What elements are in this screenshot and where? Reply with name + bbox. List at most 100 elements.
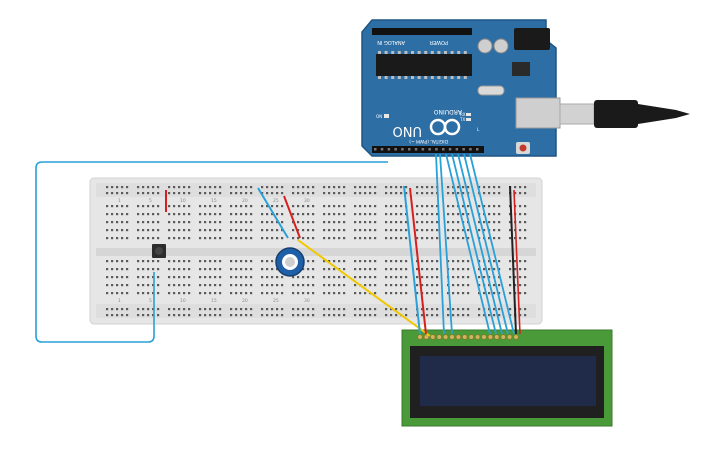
- digital-pin: [421, 148, 425, 151]
- rail-hole: [524, 186, 527, 189]
- wire-rs[interactable]: [435, 153, 445, 335]
- rail-hole: [168, 186, 171, 189]
- terminal-hole: [478, 221, 481, 224]
- arduino-uno[interactable]: ANALOG IN POWER ARDUINO UNO TX RX L ON: [361, 19, 561, 157]
- wire-d7[interactable]: [463, 153, 509, 335]
- terminal-hole: [359, 260, 362, 263]
- rail-hole: [323, 186, 326, 189]
- rail-hole: [116, 314, 119, 317]
- wire-black-gnd[interactable]: [509, 185, 517, 335]
- terminal-hole: [230, 229, 233, 232]
- wire-en[interactable]: [439, 153, 453, 335]
- terminal-hole: [126, 292, 129, 295]
- terminal-hole: [188, 237, 191, 240]
- terminal-hole: [519, 237, 522, 240]
- rail-hole: [421, 192, 424, 195]
- chip-pin: [430, 76, 434, 79]
- wire-d6[interactable]: [457, 153, 503, 335]
- terminal-hole: [292, 229, 295, 232]
- rail-hole: [271, 308, 274, 311]
- rail-hole: [519, 192, 522, 195]
- power-label: POWER: [429, 39, 448, 45]
- terminal-hole: [436, 260, 439, 263]
- terminal-hole: [157, 292, 160, 295]
- rail-hole: [152, 186, 155, 189]
- terminal-hole: [498, 284, 501, 287]
- wire-led-anode[interactable]: [469, 153, 515, 335]
- column-number-top: 20: [242, 198, 248, 204]
- rail-hole: [436, 308, 439, 311]
- wire-bb-gnd-lcd[interactable]: [403, 185, 421, 335]
- regulator: [512, 62, 530, 76]
- terminal-hole: [436, 213, 439, 216]
- terminal-hole: [307, 284, 310, 287]
- rail-hole: [312, 186, 315, 189]
- wire-bb-vcc-lcd[interactable]: [409, 187, 427, 335]
- terminal-hole: [493, 284, 496, 287]
- terminal-hole: [219, 229, 222, 232]
- terminal-hole: [214, 221, 217, 224]
- wire-d5[interactable]: [451, 153, 497, 335]
- terminal-hole: [245, 260, 248, 263]
- terminal-hole: [152, 221, 155, 224]
- rail-hole: [338, 308, 341, 311]
- digital-header: [372, 146, 484, 153]
- rail-hole: [312, 192, 315, 195]
- terminal-hole: [178, 221, 181, 224]
- rail-hole: [152, 314, 155, 317]
- potentiometer[interactable]: [275, 247, 305, 277]
- usb-cable[interactable]: [559, 100, 690, 128]
- terminal-hole: [271, 205, 274, 208]
- lcd-module[interactable]: [401, 329, 613, 427]
- pushbutton-cap[interactable]: [155, 247, 163, 255]
- terminal-hole: [281, 292, 284, 295]
- reset-button-cap[interactable]: [519, 144, 527, 152]
- terminal-hole: [121, 276, 124, 279]
- rail-hole: [400, 192, 403, 195]
- rail-hole: [390, 308, 393, 311]
- wire-pot-to-lcd-vo[interactable]: [297, 239, 431, 337]
- on-led: [384, 114, 389, 118]
- terminal-hole: [111, 213, 114, 216]
- terminal-hole: [188, 229, 191, 232]
- terminal-hole: [457, 284, 460, 287]
- atmega-chip: [376, 54, 472, 76]
- wire-pot-red[interactable]: [283, 195, 301, 239]
- terminal-hole: [126, 237, 129, 240]
- terminal-hole: [447, 221, 450, 224]
- terminal-hole: [483, 229, 486, 232]
- terminal-hole: [416, 213, 419, 216]
- chip-pin: [417, 76, 421, 79]
- wire-button-to-arduino[interactable]: [35, 161, 388, 343]
- terminal-hole: [261, 237, 264, 240]
- terminal-hole: [364, 292, 367, 295]
- terminal-hole: [168, 205, 171, 208]
- rail-hole: [478, 186, 481, 189]
- terminal-hole: [519, 276, 522, 279]
- rail-hole: [183, 192, 186, 195]
- terminal-hole: [333, 276, 336, 279]
- terminal-hole: [395, 229, 398, 232]
- lcd-pin: [494, 334, 500, 340]
- wire-d4[interactable]: [445, 153, 491, 335]
- terminal-hole: [219, 276, 222, 279]
- terminal-hole: [307, 292, 310, 295]
- terminal-hole: [395, 284, 398, 287]
- wire-pot-blue[interactable]: [257, 187, 289, 239]
- terminal-hole: [421, 205, 424, 208]
- terminal-hole: [452, 213, 455, 216]
- chip-pin: [391, 76, 395, 79]
- terminal-hole: [364, 268, 367, 271]
- terminal-hole: [467, 268, 470, 271]
- terminal-hole: [400, 205, 403, 208]
- pushbutton[interactable]: [152, 244, 166, 258]
- terminal-hole: [498, 276, 501, 279]
- rail-hole: [209, 308, 212, 311]
- terminal-hole: [493, 260, 496, 263]
- terminal-hole: [426, 237, 429, 240]
- rail-hole: [333, 314, 336, 317]
- rail-hole: [447, 308, 450, 311]
- rail-hole: [519, 308, 522, 311]
- wire-red-vcc[interactable]: [513, 189, 521, 335]
- terminal-hole: [390, 229, 393, 232]
